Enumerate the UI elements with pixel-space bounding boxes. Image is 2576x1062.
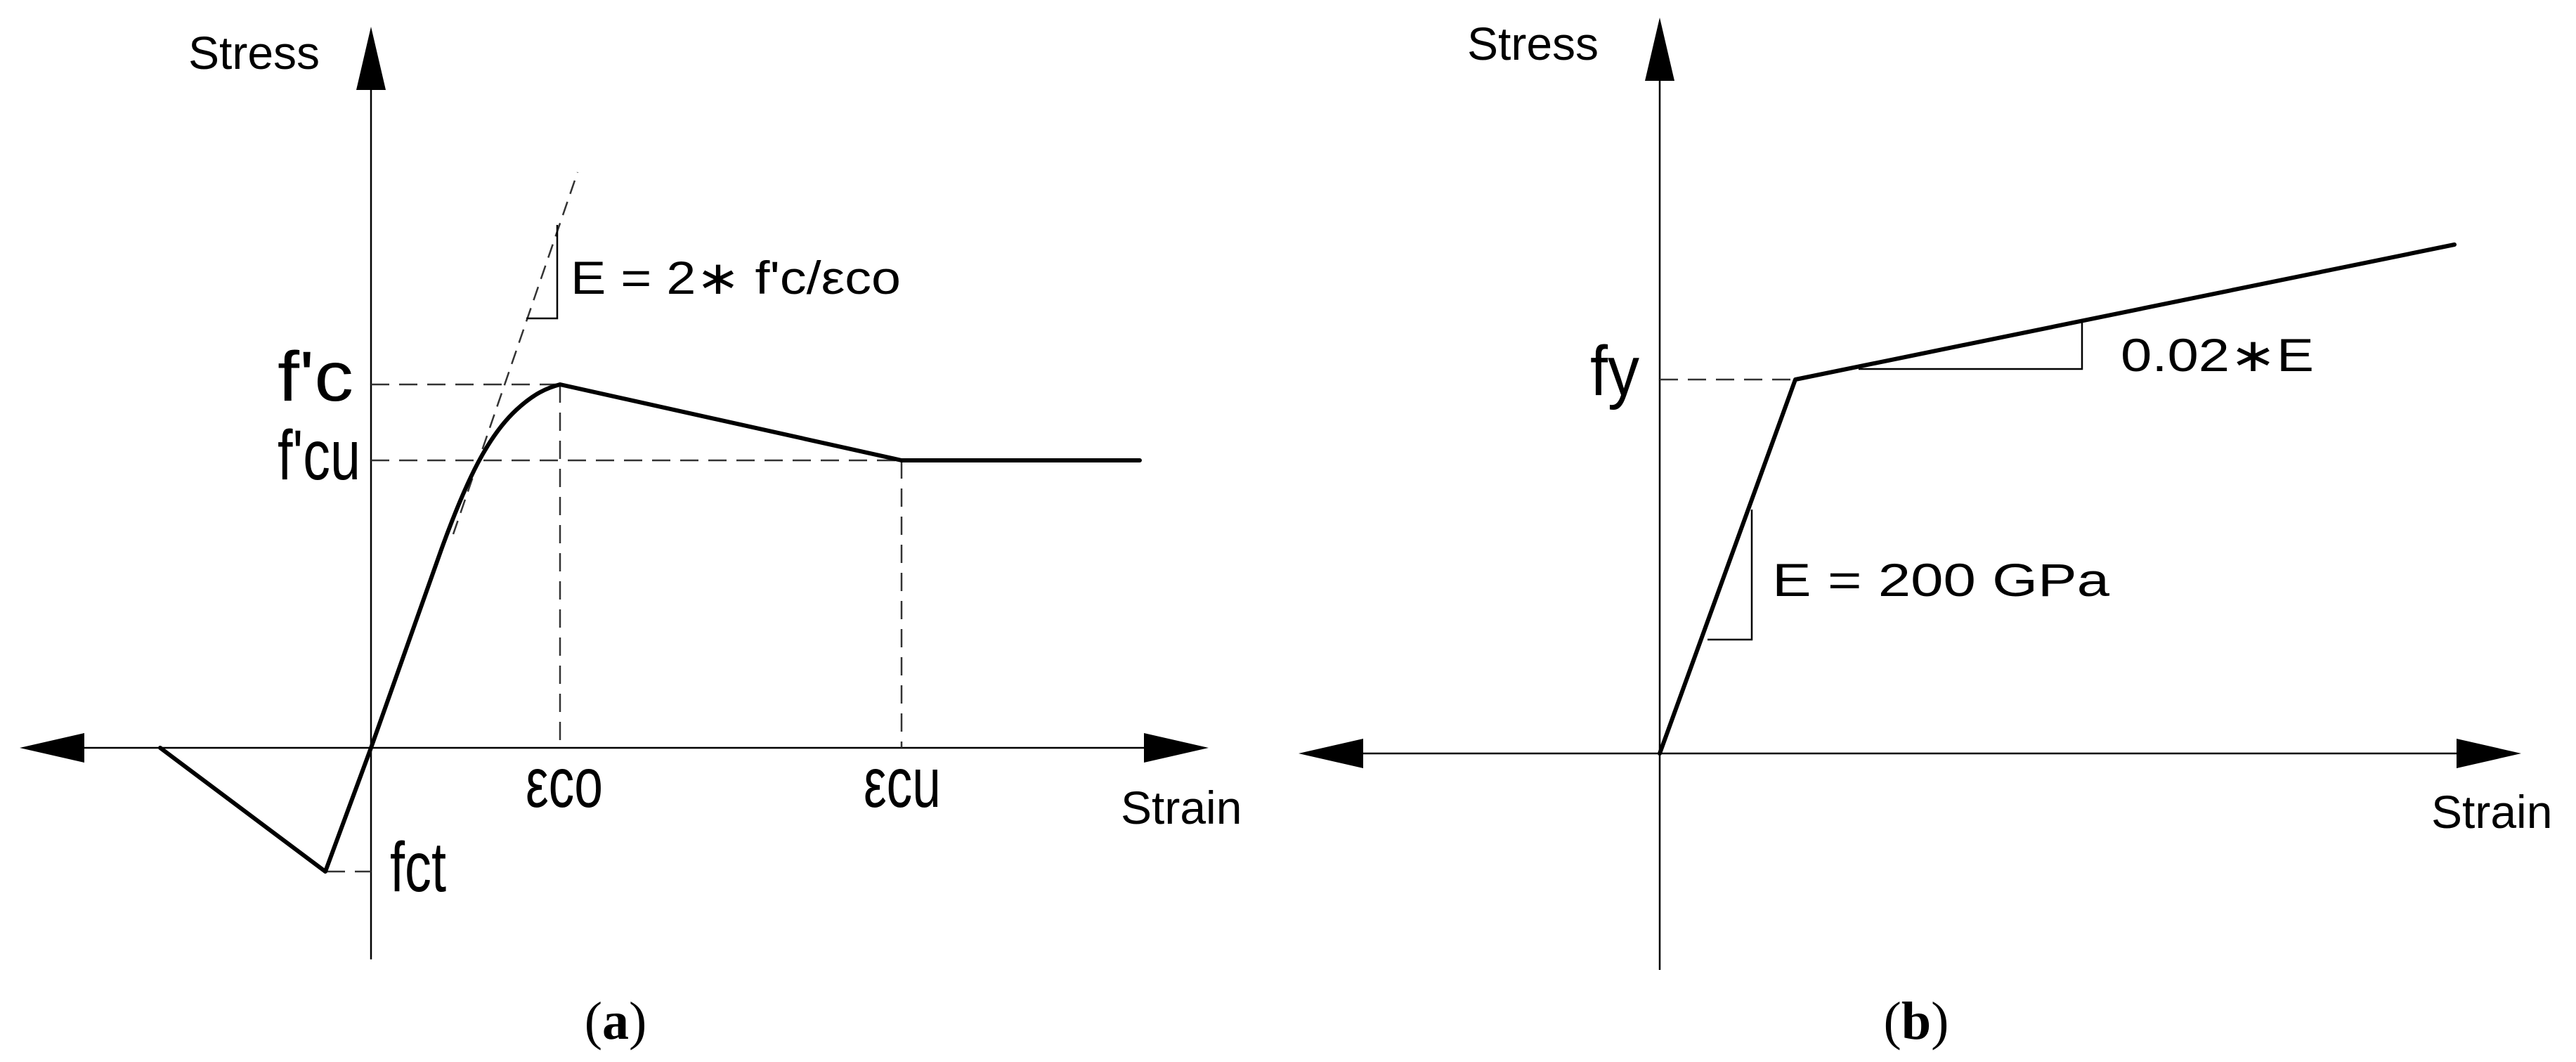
panel-b-hardening-slope-triangle xyxy=(1859,320,2083,370)
panel-a-fc-label: f'c xyxy=(278,337,353,416)
panel-a-x-axis-left-arrow xyxy=(20,733,84,763)
panel-a-concrete-model: Stress Strain f'c f'cu fct εco εcu E = 2… xyxy=(20,27,1242,1051)
panel-b-caption: (b) xyxy=(1884,992,1949,1051)
panel-a-ecu-label: εcu xyxy=(864,744,941,822)
panel-b-x-axis-label: Strain xyxy=(2431,786,2552,838)
panel-a-x-axis-right-arrow xyxy=(1144,733,1209,763)
panel-b-modulus-label: E = 200 GPa xyxy=(1772,554,2109,606)
panel-a-eco-label: εco xyxy=(526,744,603,822)
panel-b-hardening-label: 0.02∗E xyxy=(2121,329,2314,381)
panel-b-x-axis-right-arrow xyxy=(2457,739,2521,768)
panel-a-slope-triangle xyxy=(526,225,559,320)
panel-a-y-axis-arrow xyxy=(356,27,386,90)
panel-b-stress-strain-curve xyxy=(1658,242,2457,756)
panel-a-x-axis-label: Strain xyxy=(1121,782,1242,834)
panel-b-x-axis-left-arrow xyxy=(1299,739,1363,768)
panel-a-initial-tangent-line xyxy=(452,171,579,535)
panel-a-modulus-label: E = 2∗ f'c/εco xyxy=(571,252,901,304)
panel-a-fcu-label: f'cu xyxy=(278,416,360,495)
panel-a-fct-label: fct xyxy=(390,828,446,907)
panel-b-y-axis-arrow xyxy=(1645,18,1674,81)
panel-b-y-axis-label: Stress xyxy=(1467,18,1599,70)
panel-a-stress-strain-curve xyxy=(158,382,1142,874)
panel-b-steel-model: Stress Strain fy E = 200 GPa 0.02∗E (b) xyxy=(1299,18,2552,1051)
panel-a-caption: (a) xyxy=(585,992,647,1051)
panel-b-elastic-slope-triangle xyxy=(1707,510,1753,641)
panel-b-fy-label: fy xyxy=(1590,332,1639,410)
panel-a-y-axis-label: Stress xyxy=(188,27,320,79)
